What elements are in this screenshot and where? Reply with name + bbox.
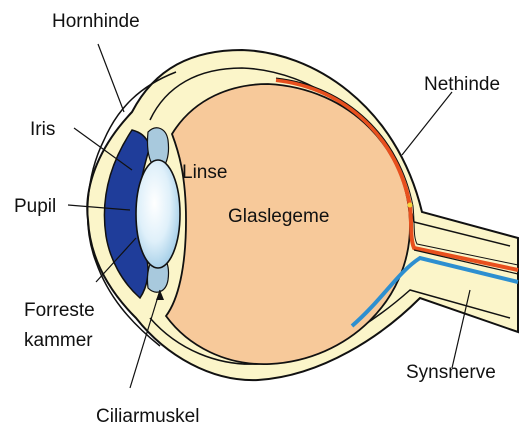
- label-retina: Nethinde: [424, 74, 500, 95]
- pointer-cornea: [98, 44, 124, 112]
- label-ciliary-muscle: Ciliarmuskel: [96, 406, 199, 427]
- label-anterior-chamber-2: kammer: [24, 330, 93, 351]
- label-iris: Iris: [30, 119, 55, 140]
- pointer-retina: [402, 92, 452, 155]
- optic-disc-dot: [408, 203, 413, 208]
- label-lens: Linse: [182, 162, 227, 183]
- label-anterior-chamber-1: Forreste: [24, 300, 95, 321]
- label-cornea: Hornhinde: [52, 11, 140, 32]
- label-vitreous: Glaslegeme: [228, 206, 329, 227]
- lens: [136, 160, 180, 268]
- label-optic-nerve: Synsnerve: [406, 362, 496, 383]
- label-pupil: Pupil: [14, 196, 56, 217]
